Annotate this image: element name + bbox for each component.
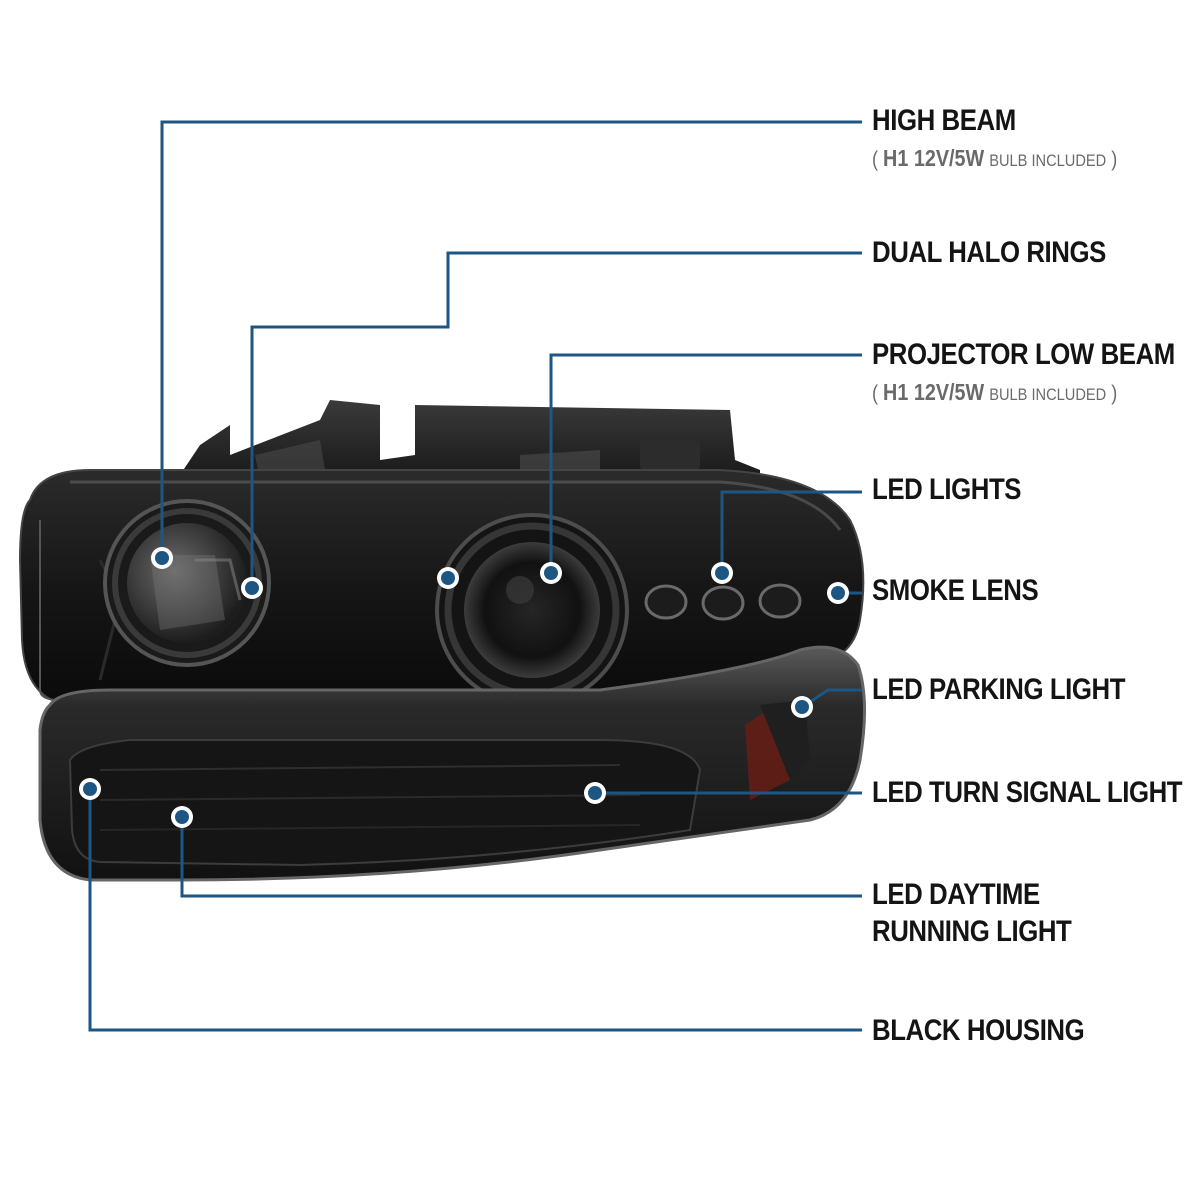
label-led-daytime-line1: LED DAYTIME: [872, 878, 1040, 911]
note-bulb-spec: H1 12V/5W: [883, 379, 985, 405]
high-beam-halo: [103, 499, 271, 667]
note-projector-low-beam: ( H1 12V/5W BULB INCLUDED ): [872, 380, 1117, 407]
label-led-parking-light: LED PARKING LIGHT: [872, 673, 1126, 706]
note-open-paren: (: [872, 148, 879, 171]
leader-black-housing: [88, 789, 862, 1032]
note-bulb-spec: H1 12V/5W: [883, 145, 985, 171]
label-dual-halo-rings: DUAL HALO RINGS: [872, 236, 1106, 269]
leader-led-lights: [720, 490, 862, 573]
note-bulb-included: BULB INCLUDED: [989, 385, 1107, 404]
leader-high-beam: [160, 120, 862, 558]
label-black-housing: BLACK HOUSING: [872, 1014, 1085, 1047]
label-led-turn-signal-light: LED TURN SIGNAL LIGHT: [872, 776, 1183, 809]
led-lights-cluster: [644, 583, 802, 621]
note-close-paren: ): [1111, 382, 1118, 405]
leader-led-daytime-running-light: [180, 817, 862, 898]
markers: [79, 547, 849, 828]
note-high-beam: ( H1 12V/5W BULB INCLUDED ): [872, 146, 1117, 173]
leader-lines: [88, 120, 862, 1032]
bumper-light: [38, 645, 866, 882]
leader-projector-low-beam: [549, 353, 862, 573]
label-smoke-lens: SMOKE LENS: [872, 574, 1039, 607]
note-close-paren: ): [1111, 148, 1118, 171]
label-led-lights: LED LIGHTS: [872, 473, 1022, 506]
leader-dual-halo-rings: [250, 251, 862, 588]
label-high-beam: HIGH BEAM: [872, 104, 1016, 137]
note-bulb-included: BULB INCLUDED: [989, 151, 1107, 170]
label-led-daytime-line2: RUNNING LIGHT: [872, 915, 1072, 948]
label-projector-low-beam: PROJECTOR LOW BEAM: [872, 338, 1175, 371]
note-open-paren: (: [872, 382, 879, 405]
projector-halo: [435, 513, 629, 707]
